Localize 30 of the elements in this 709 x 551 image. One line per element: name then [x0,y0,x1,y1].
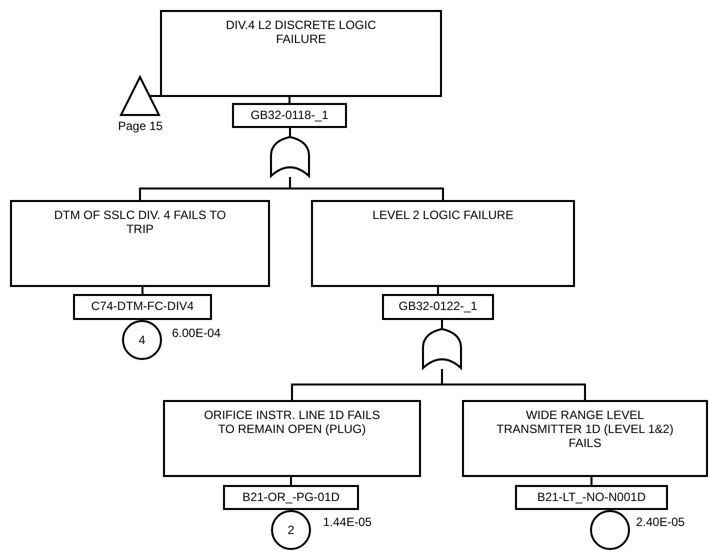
basic-event-circle: 4 [122,320,162,360]
or-gate-symbol [270,136,310,177]
connector-line [441,369,586,400]
event-box: WIDE RANGE LEVEL TRANSMITTER 1D (LEVEL 1&2) FAILS [462,400,708,477]
connector-line [441,320,443,328]
or-gate-symbol [422,328,462,369]
connector-line [288,97,290,103]
connector-line [290,477,292,485]
event-box: ORIFICE INSTR. LINE 1D FAILS TO REMAIN OPEN (PLUG) [163,400,421,477]
basic-event-circle: 2 [271,510,311,550]
transfer-triangle [120,76,160,116]
event-id-box: GB32-0122-_1 [382,294,494,320]
basic-event-circle [590,510,630,550]
event-id-box: B21-LT_-NO-N001D [515,485,668,510]
connector-line [590,477,592,485]
connector-line [150,95,160,97]
connector-line [437,287,439,294]
event-box: DTM OF SSLC DIV. 4 FAILS TO TRIP [10,200,270,287]
event-id-box: GB32-0118-_1 [232,103,347,128]
event-id-box: C74-DTM-FC-DIV4 [73,294,212,320]
connector-line [289,128,291,136]
failure-probability: 6.00E-04 [172,326,221,340]
event-box: LEVEL 2 LOGIC FAILURE [311,200,575,287]
failure-probability: 2.40E-05 [636,515,685,529]
failure-probability: 1.44E-05 [323,515,372,529]
page-reference: Page 15 [118,119,163,133]
connector-line [142,287,144,294]
event-box: DIV.4 L2 DISCRETE LOGIC FAILURE [160,10,442,97]
event-id-box: B21-OR_-PG-01D [223,485,359,510]
connector-line [289,177,444,200]
